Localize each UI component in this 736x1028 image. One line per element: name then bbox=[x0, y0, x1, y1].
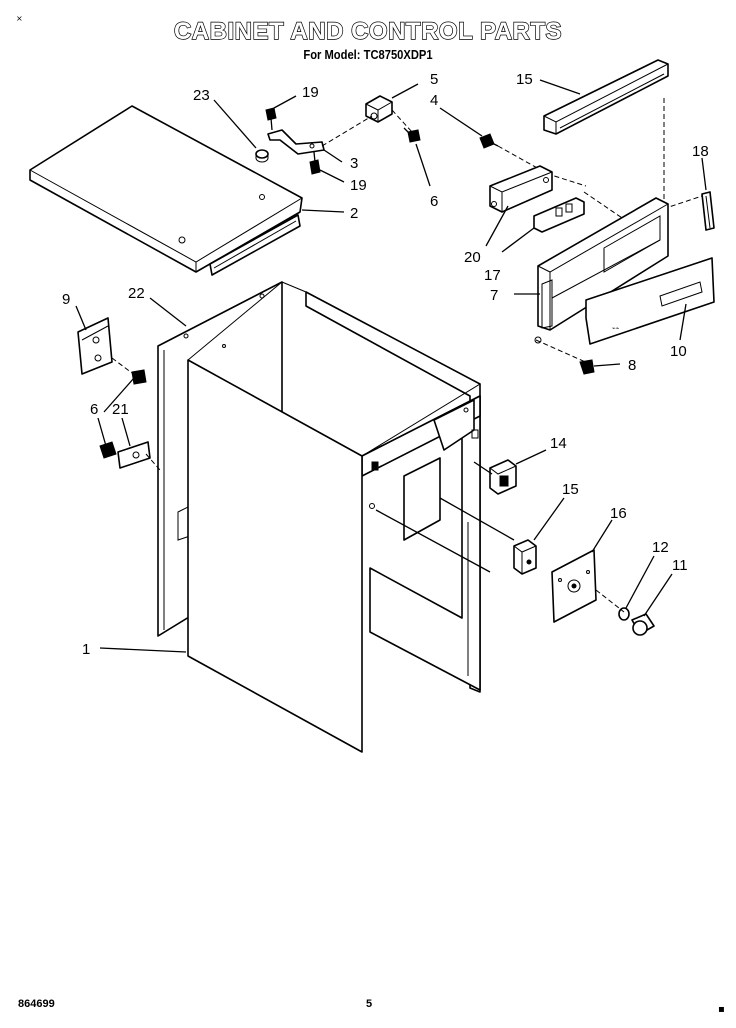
part-cabinet-frame bbox=[187, 281, 482, 753]
leader-lines bbox=[75, 79, 707, 653]
callout-23: 23 bbox=[193, 87, 210, 104]
corner-mark-top-left: × bbox=[16, 14, 23, 23]
callout-7: 7 bbox=[490, 287, 498, 304]
callout-8: 8 bbox=[628, 357, 636, 374]
part-washer bbox=[618, 607, 630, 621]
assembly-line bbox=[595, 589, 625, 613]
part-rocker-switch bbox=[489, 459, 517, 495]
callout-18: 17 bbox=[484, 267, 501, 284]
page-number: 5 bbox=[366, 998, 373, 1010]
part-top-panel bbox=[29, 105, 303, 276]
assembly-line bbox=[535, 339, 591, 365]
callout-1: 1 bbox=[82, 641, 90, 658]
part-selector-switch bbox=[513, 539, 537, 575]
part-screw-top bbox=[403, 127, 421, 143]
callout-2: 2 bbox=[350, 205, 358, 222]
part-side-bracket bbox=[77, 317, 113, 375]
assembly-line bbox=[111, 357, 137, 377]
callout-21: 21 bbox=[112, 401, 129, 418]
corner-mark-bottom-right: ▪ bbox=[718, 1004, 725, 1015]
callout-4: 4 bbox=[430, 92, 438, 109]
callout-13: 15 bbox=[516, 71, 533, 88]
assembly-line bbox=[321, 115, 373, 147]
callout-19-bottom: 19 bbox=[350, 177, 367, 194]
callout-10: 10 bbox=[670, 343, 687, 360]
page-title: CABINET AND CONTROL PARTS bbox=[173, 17, 563, 45]
part-screw-8 bbox=[579, 359, 595, 375]
part-control-console bbox=[534, 197, 669, 344]
model-subtitle: For Model: TC8750XDP1 bbox=[303, 47, 433, 62]
callout-11: 11 bbox=[672, 557, 688, 574]
callout-22: 22 bbox=[128, 285, 145, 302]
part-console-overlay: ⌁⌁ bbox=[585, 257, 715, 345]
callout-15: 15 bbox=[562, 481, 579, 498]
callout-20: 20 bbox=[464, 249, 481, 266]
shaft-line bbox=[473, 461, 493, 475]
callout-16: 16 bbox=[610, 505, 627, 522]
callout-labels: 23 19 5 4 3 19 6 2 15 18 20 17 7 8 10 9 … bbox=[62, 71, 709, 658]
callout-17: 18 bbox=[692, 143, 709, 160]
document-number: 864699 bbox=[18, 998, 55, 1010]
callout-6-top: 6 bbox=[430, 193, 438, 210]
callout-14: 14 bbox=[550, 435, 567, 452]
part-clip bbox=[701, 191, 715, 231]
part-hinge-bracket bbox=[265, 107, 325, 175]
callout-12: 12 bbox=[652, 539, 669, 556]
shaft-line bbox=[375, 509, 491, 573]
assembly-line bbox=[583, 191, 629, 223]
part-clip-plate bbox=[117, 441, 151, 469]
part-screw-left bbox=[99, 369, 147, 459]
assembly-line bbox=[145, 453, 161, 471]
part-control-bracket bbox=[489, 165, 553, 213]
svg-text:⌁⌁: ⌁⌁ bbox=[612, 325, 620, 332]
part-trim-strip bbox=[543, 59, 669, 135]
part-mounting-plate bbox=[551, 549, 597, 623]
callout-5: 5 bbox=[430, 71, 438, 88]
assembly-line bbox=[391, 109, 413, 133]
shaft-line bbox=[439, 497, 515, 541]
callout-19-top: 19 bbox=[302, 84, 319, 101]
part-screw-4 bbox=[479, 133, 499, 149]
part-timer-knob bbox=[631, 613, 655, 636]
callout-3: 3 bbox=[350, 155, 358, 172]
part-plug bbox=[255, 149, 269, 163]
callout-9: 9 bbox=[62, 291, 70, 308]
part-hinge-block bbox=[365, 95, 393, 123]
callout-6-left: 6 bbox=[90, 401, 98, 418]
